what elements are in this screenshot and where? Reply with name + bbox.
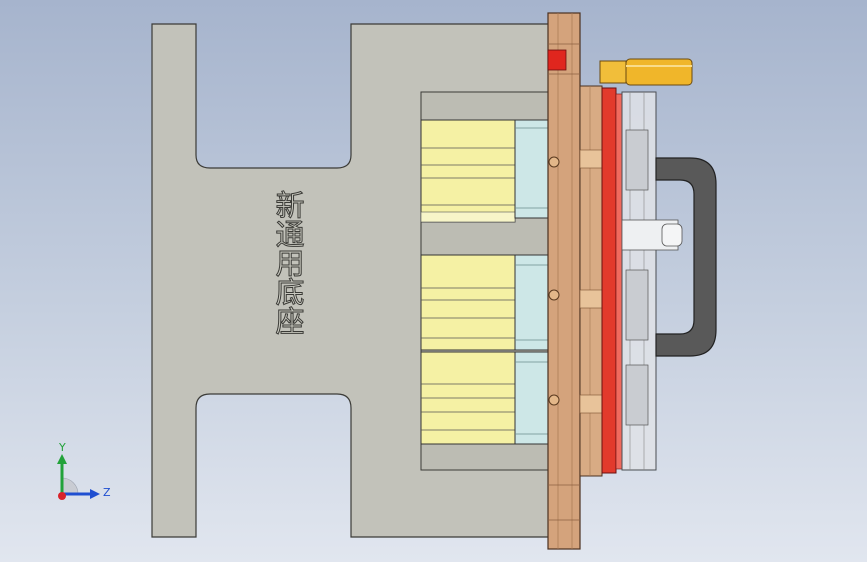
z-axis-label: Z (103, 486, 111, 499)
coordinate-triad[interactable]: Y Z (48, 440, 118, 506)
cyan-block-top[interactable] (514, 119, 549, 219)
transparent-housing[interactable] (621, 91, 683, 471)
triad-icon (57, 454, 100, 500)
yellow-block-bottom[interactable] (420, 351, 516, 445)
cyan-block-middle[interactable] (514, 254, 549, 351)
cyan-block-bottom[interactable] (514, 351, 549, 445)
x-axis-dot (58, 492, 66, 500)
yellow-block-top[interactable] (420, 119, 516, 223)
gold-pin[interactable] (599, 58, 693, 86)
y-axis-label: Y (59, 441, 66, 454)
red-plate[interactable] (601, 87, 623, 474)
handle[interactable] (655, 157, 717, 357)
copper-plate[interactable] (547, 12, 581, 550)
yellow-block-middle[interactable] (420, 254, 516, 351)
engraved-label: 新通用底座 (271, 190, 306, 336)
copper-plate-inner[interactable] (579, 85, 603, 477)
